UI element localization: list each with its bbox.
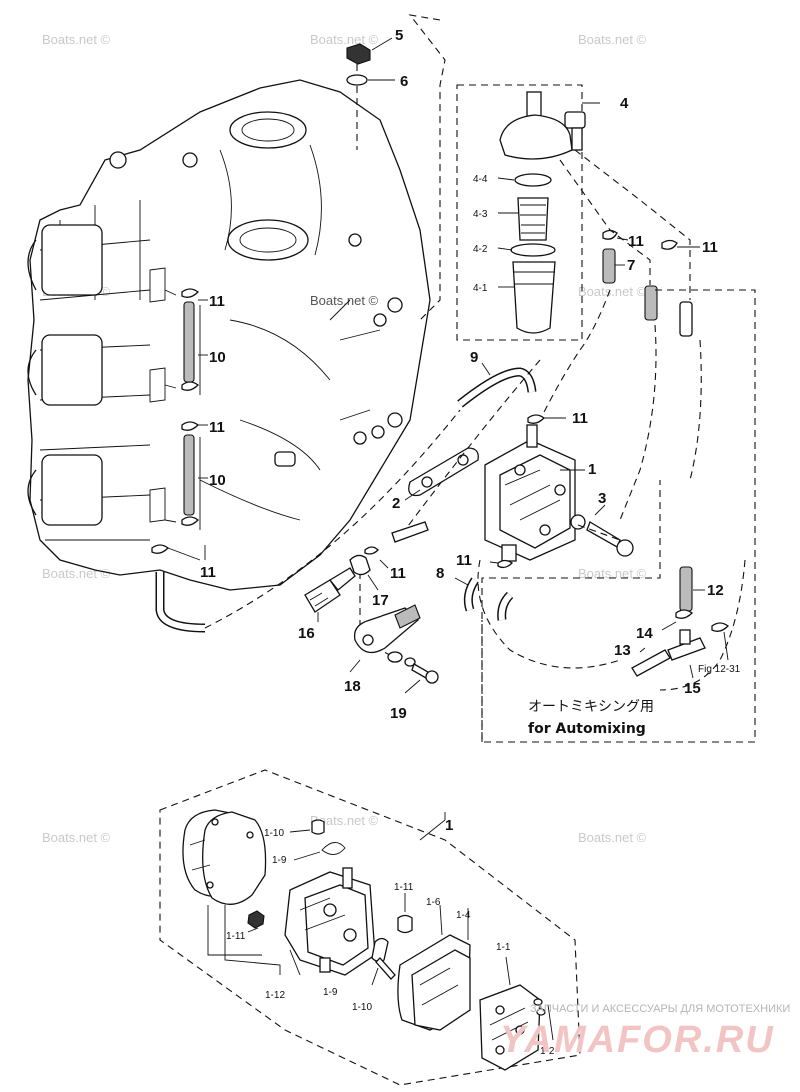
engine-block <box>27 79 431 591</box>
callout-12: 12 <box>707 582 724 599</box>
callout-11: 11 <box>209 419 225 436</box>
callout-1-12: 1-12 <box>265 990 285 1001</box>
watermark: Boats.net © <box>578 32 647 47</box>
pump-detail-exploded <box>159 769 581 1086</box>
fittings-16-17 <box>304 521 429 622</box>
callout-15: 15 <box>684 680 701 697</box>
watermark: Boats.net © <box>578 566 647 581</box>
callout-4-3: 4-3 <box>473 209 488 220</box>
callout-1-2: 1-2 <box>540 1046 555 1057</box>
shop-watermark: ЗАПЧАСТИ И АКСЕССУАРЫ ДЛЯ МОТОТЕХНИКИ YA… <box>500 1003 790 1061</box>
callout-3: 3 <box>598 490 606 507</box>
callout-4-2: 4-2 <box>473 244 488 255</box>
callout-1-9: 1-9 <box>323 987 338 998</box>
callout-1-4: 1-4 <box>456 910 471 921</box>
fuel-filter-assembly <box>456 84 600 341</box>
callout-1-11: 1-11 <box>394 882 414 893</box>
watermark: Boats.net © <box>310 813 379 828</box>
callout-5: 5 <box>395 27 403 44</box>
watermark: Boats.net © <box>310 293 379 308</box>
callout-1-10: 1-10 <box>264 828 284 839</box>
callout-1-11: 1-11 <box>226 931 246 942</box>
callouts-upper: 5 6 4 4-4 4-3 4-2 4-1 11 11 7 9 11 10 11… <box>200 27 741 737</box>
callout-4-4: 4-4 <box>473 174 488 185</box>
bolt-3 <box>570 504 634 557</box>
callout-17: 17 <box>372 592 389 609</box>
bracket-2 <box>404 447 479 501</box>
callout-1: 1 <box>588 461 596 478</box>
connection-lines <box>204 14 746 691</box>
watermark: Boats.net © <box>42 830 111 845</box>
callout-4-1: 4-1 <box>473 283 488 294</box>
automixing-box <box>481 289 756 743</box>
callout-11: 11 <box>209 293 225 310</box>
callout-9: 9 <box>470 349 478 366</box>
callouts-lower: 1 1-10 1-9 1-11 1-11 1-6 1-4 1-1 1-12 1-… <box>226 817 555 1057</box>
fuel-pump <box>484 424 585 562</box>
hose-9 <box>457 362 537 408</box>
callout-4: 4 <box>620 95 629 112</box>
callout-1-10: 1-10 <box>352 1002 372 1013</box>
callout-19: 19 <box>390 705 407 722</box>
side-hoses-10 <box>151 288 208 633</box>
callout-14: 14 <box>636 625 653 642</box>
callout-11: 11 <box>456 552 472 569</box>
callout-7: 7 <box>627 257 635 274</box>
callout-1-9: 1-9 <box>272 855 287 866</box>
watermark: Boats.net © <box>578 830 647 845</box>
shop-brand: YAMAFOR.RU <box>500 1019 775 1061</box>
callout-1-1: 1-1 <box>496 942 511 953</box>
callout-11: 11 <box>390 565 406 582</box>
callout-18: 18 <box>344 678 361 695</box>
callout-11: 11 <box>200 564 216 581</box>
callout-1-detail: 1 <box>445 817 453 834</box>
shop-tagline: ЗАПЧАСТИ И АКСЕССУАРЫ ДЛЯ МОТОТЕХНИКИ <box>530 1003 790 1015</box>
callout-8: 8 <box>436 565 444 582</box>
callout-13: 13 <box>614 642 631 659</box>
callout-6: 6 <box>400 73 408 90</box>
automixing-caption-en: for Automixing <box>528 721 646 737</box>
callout-11: 11 <box>572 410 588 427</box>
callout-10: 10 <box>209 472 226 489</box>
watermark: Boats.net © <box>42 566 111 581</box>
callout-11: 11 <box>702 239 718 256</box>
callout-1-6: 1-6 <box>426 897 441 908</box>
callout-2: 2 <box>392 495 400 512</box>
hose-clips-top-right <box>559 149 700 337</box>
watermark: Boats.net © <box>310 32 379 47</box>
callout-10: 10 <box>209 349 226 366</box>
callout-16: 16 <box>298 625 315 642</box>
nut-and-washer <box>346 37 395 150</box>
bracket-18-bolt-19 <box>349 604 439 694</box>
hoses-8 <box>454 414 566 621</box>
callout-11: 11 <box>628 233 644 250</box>
figure-reference: Fig 12-31 <box>698 664 741 675</box>
automix-parts <box>631 566 729 679</box>
automixing-caption-jp: オートミキシング用 <box>528 699 654 715</box>
watermark: Boats.net © <box>578 284 647 299</box>
watermark: Boats.net © <box>42 32 111 47</box>
